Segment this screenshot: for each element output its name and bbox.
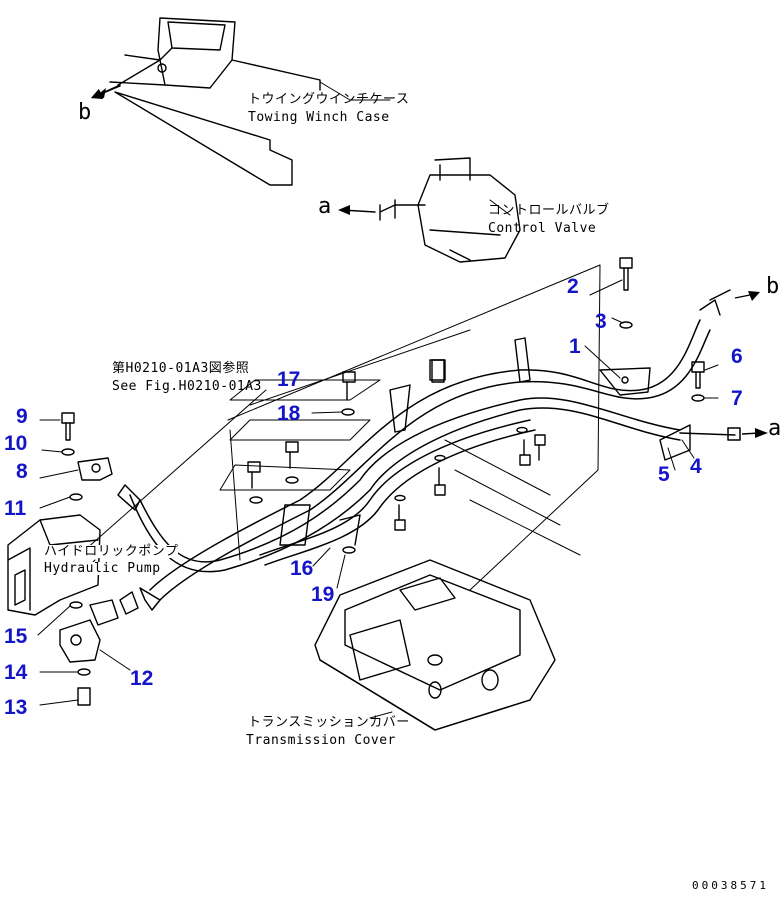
callout-14: 14	[4, 661, 28, 684]
callout-19: 19	[311, 583, 335, 606]
callout-16: 16	[290, 557, 314, 580]
drawing-number: 00038571	[692, 879, 769, 892]
leader-lines	[38, 82, 718, 718]
callout-6: 6	[731, 345, 743, 368]
callout-9: 9	[16, 405, 28, 428]
arrow-b-right	[735, 294, 755, 298]
connection-letter-a-right: a	[768, 416, 782, 441]
hose-assembly	[118, 320, 740, 610]
flange-8-drawing	[78, 458, 112, 480]
callout-4: 4	[690, 455, 702, 478]
towing-winch-label-ja: トウイングウインチケース	[248, 92, 410, 107]
figure-ref-en: See Fig.H0210-01A3	[112, 379, 262, 394]
clamps	[280, 290, 730, 545]
connection-letter-b-top: b	[78, 100, 92, 125]
callout-1: 1	[569, 335, 581, 358]
arrowhead-b-top	[96, 88, 106, 98]
callout-10: 10	[4, 432, 28, 455]
callout-15: 15	[4, 625, 28, 648]
transmission-cover-drawing	[315, 560, 555, 730]
callout-17: 17	[277, 368, 301, 391]
callout-12: 12	[130, 667, 154, 690]
frame-outline	[220, 265, 600, 590]
arrowhead-b-right	[748, 291, 760, 301]
callout-2: 2	[567, 275, 579, 298]
control-valve-drawing	[380, 158, 520, 262]
callout-7: 7	[731, 387, 743, 410]
callout-5: 5	[658, 463, 670, 486]
callout-8: 8	[16, 460, 28, 483]
transmission-cover-label-en: Transmission Cover	[246, 733, 396, 748]
arrowhead-a-top	[338, 205, 350, 215]
callout-3: 3	[595, 310, 607, 333]
callout-11: 11	[4, 497, 27, 520]
control-valve-label-en: Control Valve	[488, 221, 597, 236]
bolts-washers	[62, 258, 704, 705]
elbow-fitting-12-drawing	[60, 592, 138, 662]
arrow-a-right	[742, 433, 760, 434]
transmission-cover-label-ja: トランスミッションカバー	[248, 715, 410, 730]
connection-letter-a-top: a	[318, 194, 332, 219]
towing-winch-case-drawing	[98, 18, 320, 185]
callout-13: 13	[4, 696, 28, 719]
hydraulic-pump-label-ja: ハイドロリックポンプ	[44, 544, 179, 559]
figure-ref-ja: 第H0210-01A3図参照	[112, 361, 250, 376]
connection-letter-b-right: b	[766, 274, 780, 299]
towing-winch-label-en: Towing Winch Case	[248, 110, 390, 125]
control-valve-label-ja: コントロールバルブ	[488, 203, 610, 218]
callout-18: 18	[277, 402, 301, 425]
hydraulic-pump-label-en: Hydraulic Pump	[44, 561, 161, 576]
arrowhead-a-right	[755, 428, 768, 438]
